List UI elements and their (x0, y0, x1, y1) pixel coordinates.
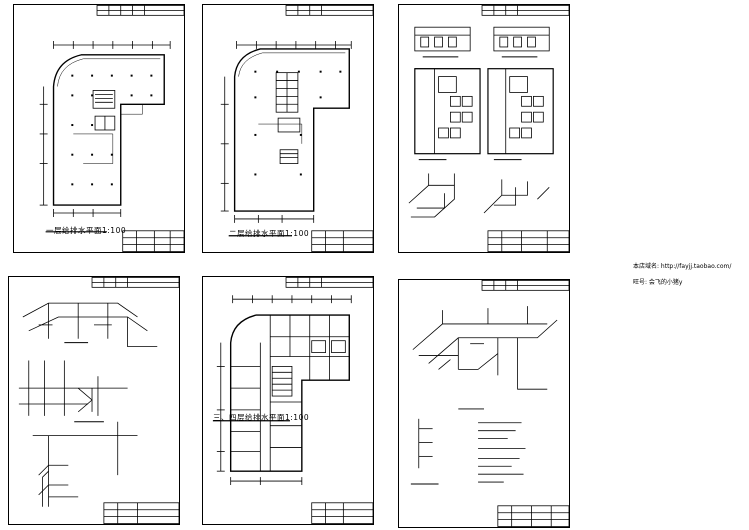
sheet-title: 三、四层给排水平面1:100 (213, 413, 310, 422)
first-floor-plan-drawing (39, 5, 184, 252)
sheet-riser-diagrams (8, 276, 180, 525)
sheet-first-floor-plan: 一层给排水平面1:100 (13, 4, 185, 253)
sheet-third-fourth-floor-plan: 三、四层给排水平面1:100 (202, 276, 374, 525)
sheet-second-floor-plan: 二层给排水平面1:100 (202, 4, 374, 253)
system-diagram-drawing (410, 280, 569, 527)
second-floor-plan-drawing (220, 5, 373, 252)
sheet-title: 一层给排水平面1:100 (46, 226, 127, 235)
shop-name-text: 旺号: 会飞的小猪y (633, 279, 683, 286)
shop-domain-text: 本店域名: http://fayjj.taobao.com/ (633, 263, 732, 270)
sheet-toilet-details (398, 4, 570, 253)
riser-diagrams-drawing (18, 277, 179, 524)
sheet-title: 二层给排水平面1:100 (229, 229, 310, 238)
sheet-system-diagram-notes (398, 279, 570, 528)
third-fourth-floor-plan-drawing (212, 277, 373, 524)
toilet-details-drawing (408, 5, 569, 252)
